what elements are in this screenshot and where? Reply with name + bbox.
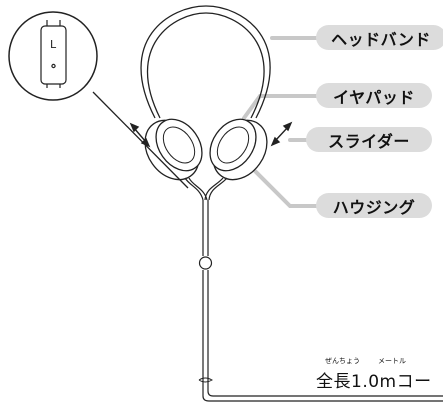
ruby-zentyo: ぜんちょう	[325, 357, 360, 365]
leader-lines	[242, 36, 320, 208]
headband-shape	[140, 5, 271, 119]
slider-arrows	[129, 121, 293, 148]
cable-length: ぜんちょう メートル 全長1.0mコー	[316, 355, 443, 395]
leader-ear-pad	[242, 94, 320, 120]
right-earcup	[209, 118, 268, 181]
label-slider: スライダー	[306, 127, 432, 152]
inset-detail	[8, 11, 189, 189]
ruby-meter: メートル	[378, 357, 406, 365]
label-headband: ヘッドバンド	[316, 25, 443, 50]
label-ear-pad: イヤパッド	[316, 83, 432, 108]
left-earcup	[144, 118, 203, 181]
cables	[184, 177, 443, 402]
cable-length-text: 全長1.0mコー	[316, 372, 432, 392]
leader-housing	[250, 166, 320, 208]
left-channel-mark: L	[50, 38, 57, 51]
label-housing: ハウジング	[316, 193, 432, 218]
